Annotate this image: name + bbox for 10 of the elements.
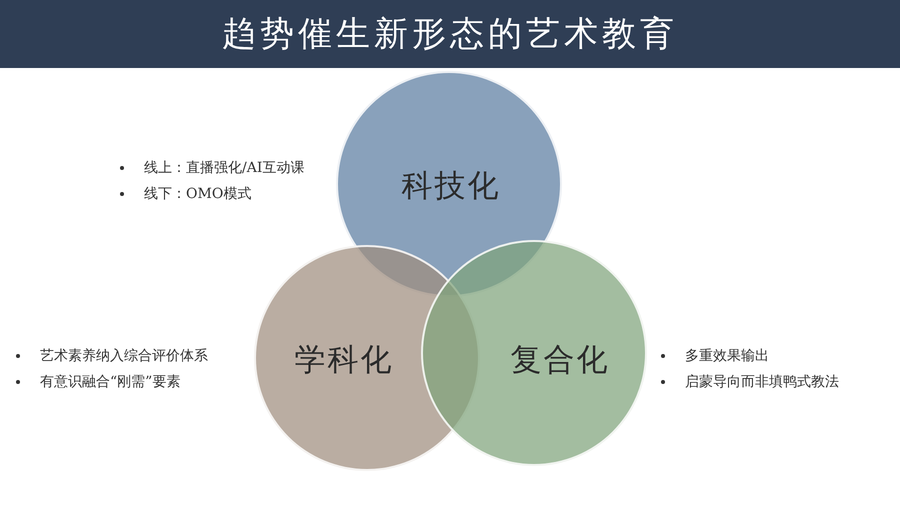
circle-label: 学科化	[294, 341, 394, 380]
circle-label: 复合化	[510, 341, 610, 380]
bullet-item: 线下：OMO模式	[144, 185, 252, 204]
bullet-item: 艺术素养纳入综合评价体系	[40, 347, 208, 366]
bullet-item: 启蒙导向而非填鸭式教法	[685, 373, 839, 392]
bullet-item: 多重效果输出	[685, 347, 769, 366]
bullet-item: 线上：直播强化/AI互动课	[144, 159, 304, 178]
bullet-item: 有意识融合“刚需”要素	[40, 373, 180, 392]
title: 趋势催生新形态的艺术教育	[222, 13, 678, 56]
circle-label: 科技化	[402, 167, 500, 206]
